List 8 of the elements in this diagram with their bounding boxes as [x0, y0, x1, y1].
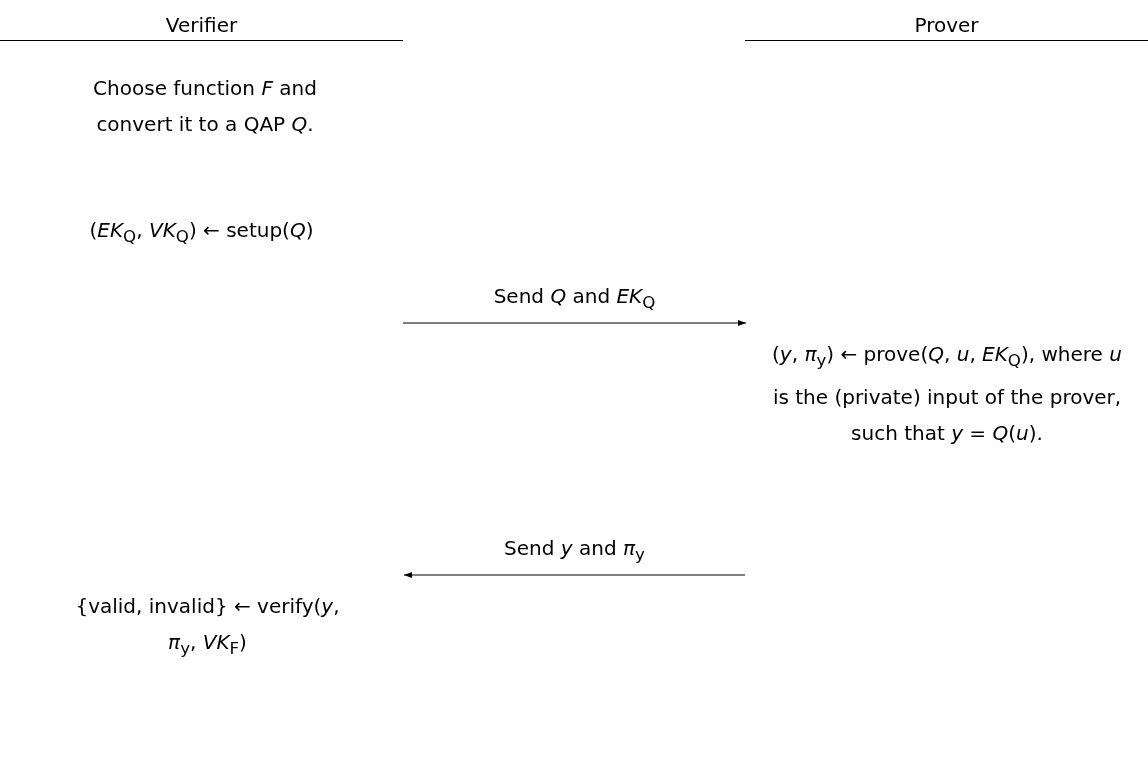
column-heading: Prover — [745, 10, 1148, 41]
step-text: (y, π$_{y}$) ← prove(Q, u, EK$_{Q}$), where u is the (private) input of the prover, such that y = Q(u). — [752, 336, 1142, 451]
column-heading: Verifier — [0, 10, 403, 41]
arrow — [402, 320, 747, 326]
step-text: {valid, invalid} ← verify(y, π$_{y}$, VK$_{F}$) — [15, 588, 400, 667]
step-text: (EK$_{Q}$, VK$_{Q}$) ← setup(Q) — [0, 212, 403, 255]
arrow — [403, 572, 746, 578]
step-text: Choose function F and convert it to a QAP Q. — [85, 70, 325, 142]
